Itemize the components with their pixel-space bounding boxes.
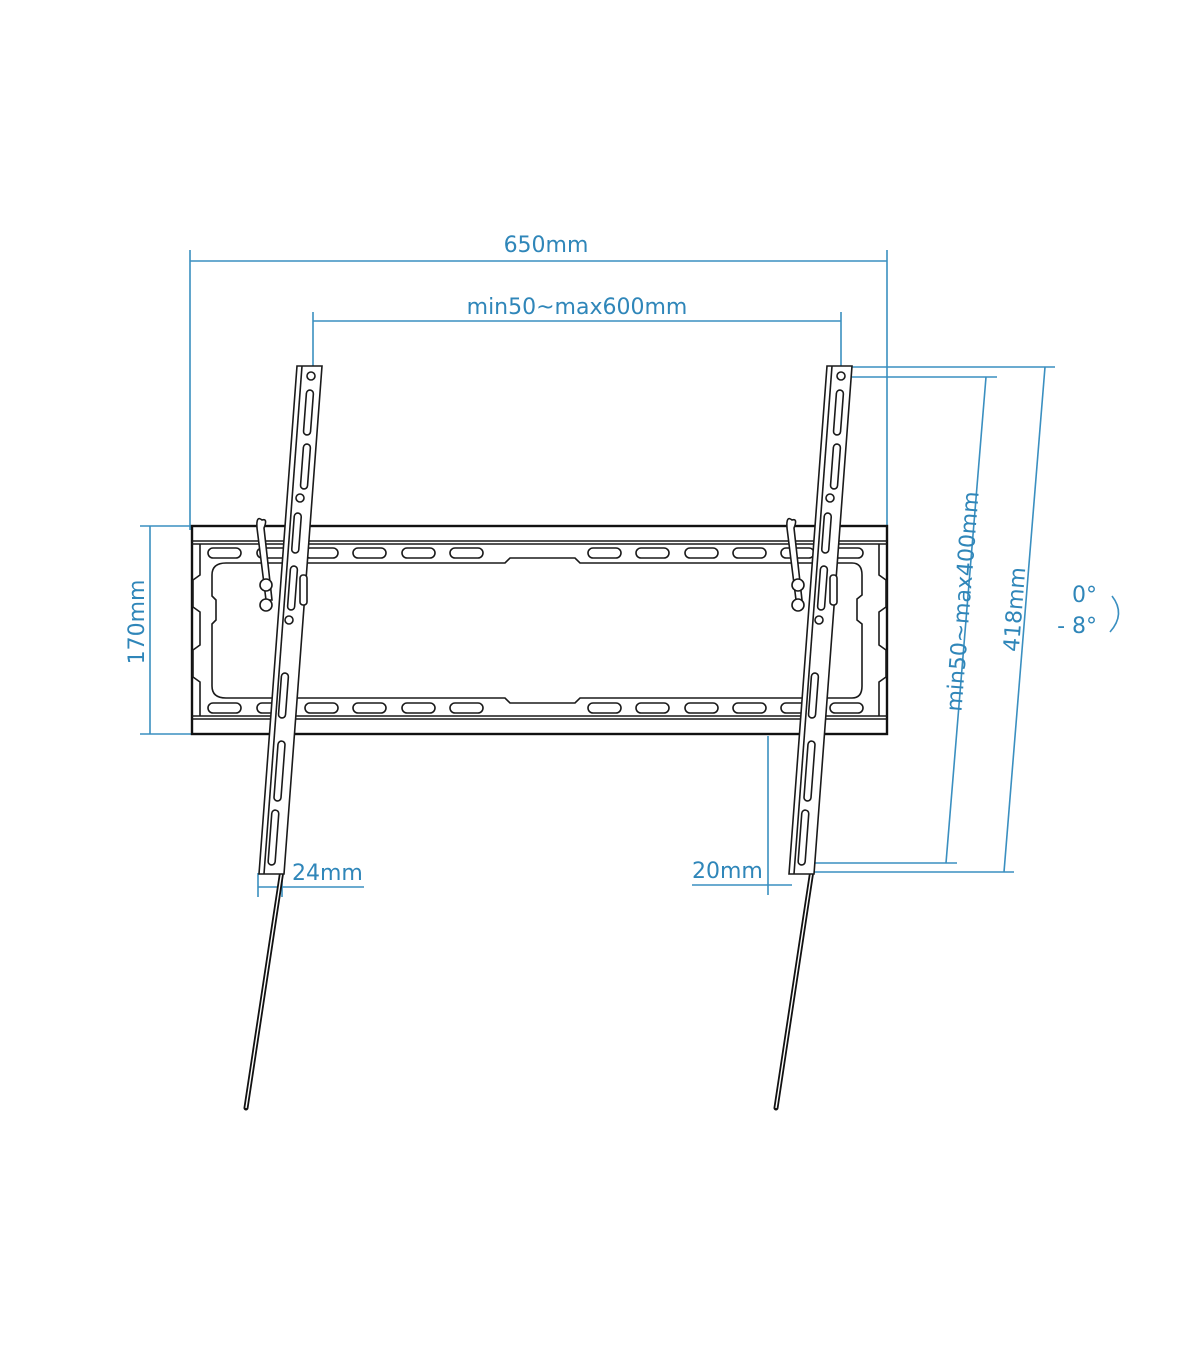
dimension-right-offset: 20mm: [692, 736, 792, 895]
label-tilt-bottom: - 8°: [1057, 614, 1097, 639]
dimension-arm-height: 418mm: [812, 366, 1055, 873]
right-mounting-arm: [773, 365, 853, 1111]
label-arm-height: 418mm: [1000, 566, 1032, 653]
dimension-left-offset: 24mm: [257, 861, 364, 897]
label-right-offset: 20mm: [692, 859, 763, 884]
dimension-plate-height: 170mm: [125, 525, 196, 735]
label-tilt-top: 0°: [1072, 583, 1097, 608]
label-vesa-vertical: min50~max400mm: [942, 490, 984, 712]
tilt-range: 0° - 8°: [1057, 583, 1120, 639]
plate-slots: [207, 547, 864, 714]
label-vesa-horizontal: min50~max600mm: [467, 295, 688, 320]
label-left-offset: 24mm: [292, 861, 363, 886]
dimension-vesa-horizontal: min50~max600mm: [312, 295, 842, 368]
label-overall-width: 650mm: [504, 233, 589, 258]
label-plate-height: 170mm: [125, 580, 150, 665]
dimension-overall-width: 650mm: [189, 233, 888, 530]
left-mounting-arm: [243, 365, 323, 1111]
tilt-arc-icon: [1109, 595, 1120, 633]
